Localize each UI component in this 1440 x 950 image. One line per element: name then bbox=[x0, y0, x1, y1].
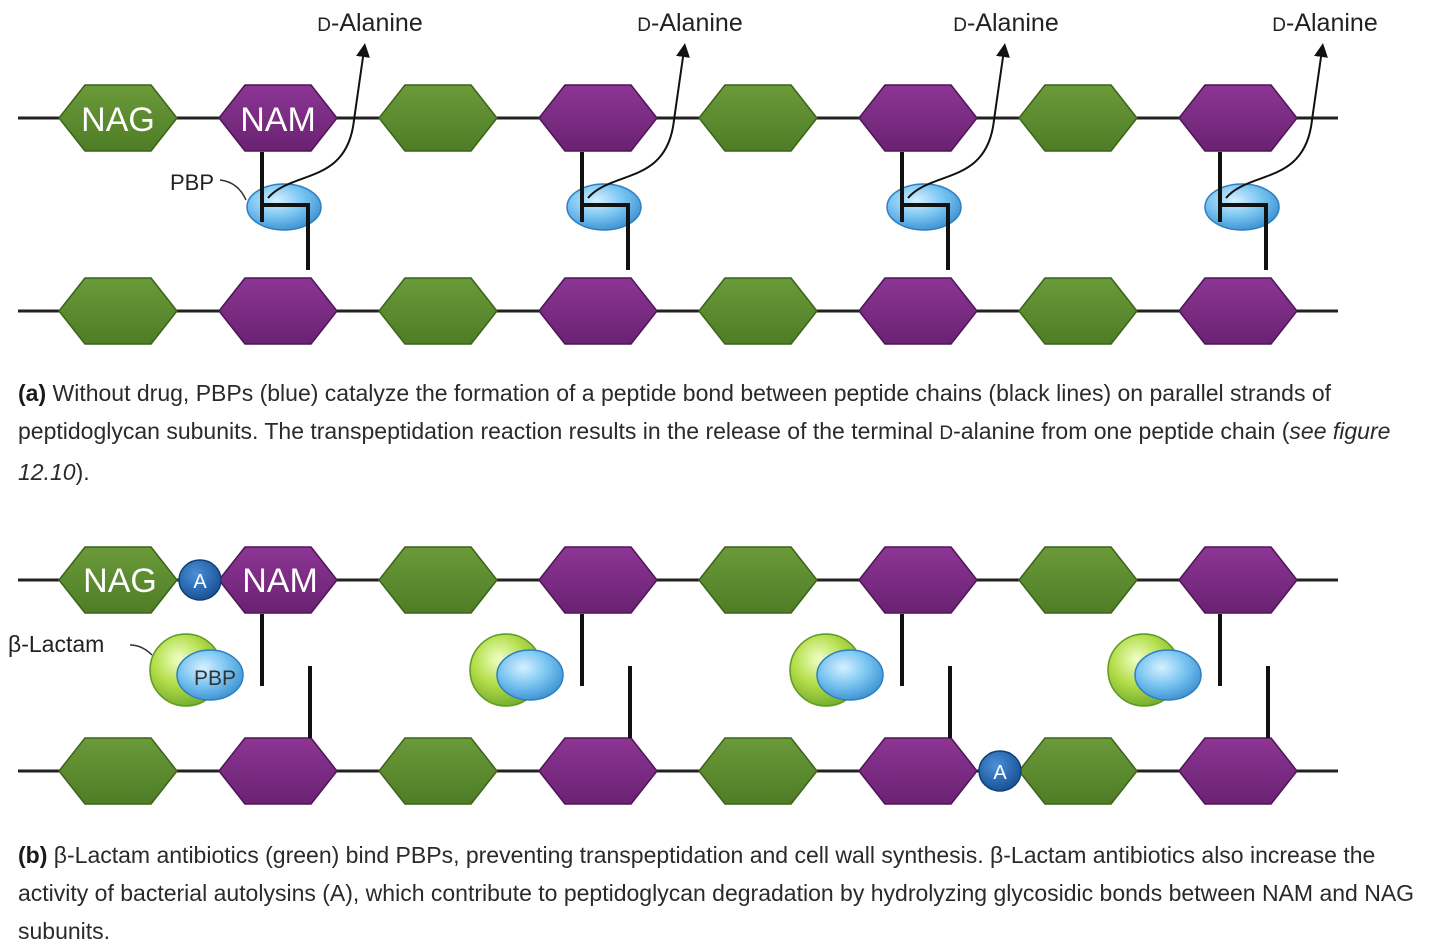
nam-hexagon bbox=[858, 737, 978, 805]
nag-hexagon bbox=[1018, 737, 1138, 805]
nag-hexagon bbox=[1018, 84, 1138, 152]
nag-hexagon bbox=[58, 737, 178, 805]
nag-hexagon bbox=[378, 737, 498, 805]
nam-hexagon bbox=[1178, 84, 1298, 152]
pbp-label: PBP bbox=[170, 170, 214, 195]
nag-hexagon bbox=[378, 546, 498, 614]
nag-hexagon bbox=[378, 277, 498, 345]
release-arrow bbox=[1225, 43, 1328, 199]
caption-marker: (b) bbox=[18, 842, 48, 868]
pbp-enzyme bbox=[816, 649, 884, 701]
nag-hexagon bbox=[58, 546, 178, 614]
nag-hexagon bbox=[1018, 277, 1138, 345]
autolysin-top: A bbox=[178, 559, 222, 601]
peptide-bond bbox=[1220, 203, 1268, 270]
nag-hexagon bbox=[698, 277, 818, 345]
nam-hexagon bbox=[1178, 277, 1298, 345]
nam-hexagon bbox=[858, 277, 978, 345]
caption-marker: (a) bbox=[18, 380, 47, 406]
lactam-pbp-complexes bbox=[149, 633, 1202, 707]
nag-hexagon bbox=[1018, 546, 1138, 614]
svg-text:A: A bbox=[993, 762, 1007, 784]
nag-hexagon bbox=[378, 84, 498, 152]
nam-hexagon bbox=[1178, 737, 1298, 805]
pbp-enzyme bbox=[496, 649, 564, 701]
d-alanine-labels: D-Alanine D-Alanine D-Alanine D-Alanine bbox=[317, 9, 1377, 37]
glycan-strand-top bbox=[58, 84, 1298, 152]
nam-hexagon bbox=[538, 84, 658, 152]
nam-hexagon bbox=[858, 546, 978, 614]
autolysin-bottom: A bbox=[978, 750, 1022, 792]
caption-b: (b) β-Lactam antibiotics (green) bind PB… bbox=[18, 842, 1415, 944]
nag-label: NAG bbox=[81, 101, 155, 139]
d-alanine-label: D-Alanine bbox=[953, 9, 1058, 37]
peptide-stems bbox=[260, 614, 1270, 738]
peptide-bond bbox=[902, 203, 950, 270]
nag-hexagon bbox=[58, 277, 178, 345]
crosslinks bbox=[246, 43, 1328, 270]
pbp-enzyme bbox=[176, 649, 244, 701]
release-arrow bbox=[267, 43, 370, 199]
d-alanine-label: D-Alanine bbox=[1272, 9, 1377, 37]
peptide-bond bbox=[582, 203, 630, 270]
glycan-strand-bottom bbox=[58, 277, 1298, 345]
nag-hexagon bbox=[698, 546, 818, 614]
svg-text:A: A bbox=[193, 571, 207, 593]
lactam-leader-line bbox=[129, 644, 153, 656]
panel-b: NAG NAM A A β-Lactam PBP bbox=[8, 546, 1338, 805]
nam-hexagon bbox=[218, 546, 338, 614]
nag-hexagon bbox=[698, 84, 818, 152]
pbp-leader-line bbox=[219, 179, 247, 201]
nag-hexagon bbox=[698, 737, 818, 805]
nam-hexagon bbox=[218, 84, 338, 152]
pbp-enzyme bbox=[1134, 649, 1202, 701]
nam-hexagon bbox=[538, 546, 658, 614]
nam-hexagon bbox=[538, 737, 658, 805]
pbp-label: PBP bbox=[194, 667, 236, 690]
nam-label: NAM bbox=[242, 562, 318, 600]
nam-label: NAM bbox=[240, 101, 316, 139]
d-alanine-label: D-Alanine bbox=[317, 9, 422, 37]
d-alanine-label: D-Alanine bbox=[637, 9, 742, 37]
caption-a: (a) Without drug, PBPs (blue) catalyze t… bbox=[18, 380, 1391, 485]
release-arrow bbox=[907, 43, 1010, 199]
nag-hexagon bbox=[58, 84, 178, 152]
nag-label: NAG bbox=[83, 562, 157, 600]
glycan-strand-top bbox=[58, 546, 1298, 614]
nam-hexagon bbox=[538, 277, 658, 345]
release-arrow bbox=[587, 43, 690, 199]
nam-hexagon bbox=[218, 737, 338, 805]
nam-hexagon bbox=[858, 84, 978, 152]
peptide-bond bbox=[262, 203, 310, 270]
beta-lactam-label: β-Lactam bbox=[8, 631, 104, 657]
nam-hexagon bbox=[1178, 546, 1298, 614]
nam-hexagon bbox=[218, 277, 338, 345]
glycan-strand-bottom bbox=[58, 737, 1298, 805]
